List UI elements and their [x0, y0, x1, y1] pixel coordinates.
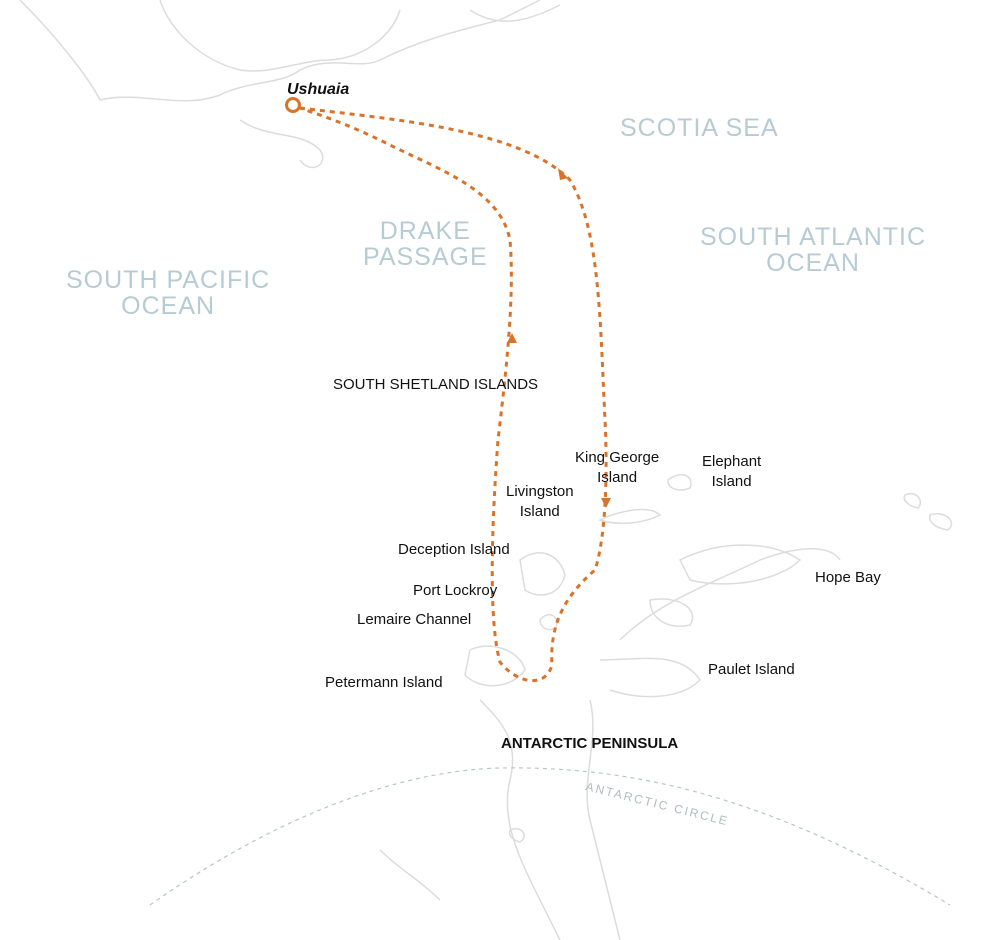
label-antarctic-peninsula: ANTARCTIC PENINSULA — [501, 735, 679, 752]
label-line: Elephant — [702, 453, 762, 470]
antarctic-circle-label: ANTARCTIC CIRCLE — [584, 779, 730, 828]
ocean-line: DRAKE — [379, 217, 471, 245]
ocean-line: OCEAN — [766, 249, 860, 277]
ocean-line: SOUTH ATLANTIC — [700, 223, 927, 251]
route — [299, 106, 608, 683]
route-arrow-return-icon — [507, 333, 517, 343]
label-line: King George — [575, 449, 660, 466]
ocean-line: SOUTH PACIFIC — [66, 266, 271, 294]
label-petermann: Petermann Island — [325, 674, 443, 691]
antarctic-circle-line — [149, 767, 951, 906]
label-line: Island — [597, 469, 638, 486]
label-port-lockroy: Port Lockroy — [413, 582, 498, 599]
ocean-line: OCEAN — [121, 292, 216, 320]
label-paulet: Paulet Island — [708, 661, 795, 678]
route-arrow-outbound-icon — [558, 168, 568, 180]
label-lemaire: Lemaire Channel — [357, 611, 472, 628]
label-line: Island — [711, 473, 752, 490]
label-line: Island — [519, 503, 560, 520]
label-hope-bay: Hope Bay — [815, 569, 881, 586]
ushuaia-label: Ushuaia — [287, 81, 350, 98]
route-arrow-south-icon — [601, 498, 611, 508]
label-line: Livingston — [506, 483, 574, 500]
ocean-label-scotia-sea: SCOTIA SEA — [620, 115, 779, 141]
label-south-shetland: SOUTH SHETLAND ISLANDS — [333, 376, 539, 393]
ocean-line: PASSAGE — [363, 243, 488, 271]
ocean-line: SCOTIA SEA — [620, 114, 779, 142]
coastlines — [19, 0, 953, 940]
label-deception: Deception Island — [398, 541, 510, 558]
start-circle-icon — [285, 97, 301, 113]
